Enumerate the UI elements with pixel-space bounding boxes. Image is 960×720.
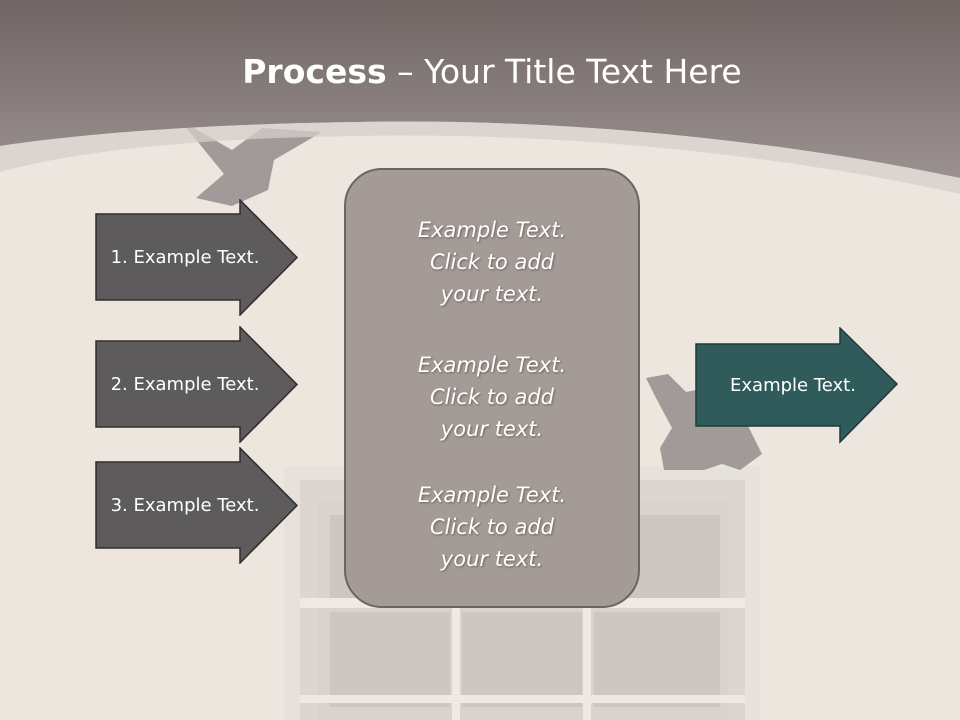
output-arrow-label: Example Text.	[730, 375, 856, 396]
input-arrow-3[interactable]: 3. Example Text.	[95, 447, 299, 564]
header-curve-highlight	[0, 121, 960, 194]
center-paragraph-1: Example Text. Click to add your text.	[346, 214, 638, 310]
input-arrow-1[interactable]: 1. Example Text.	[95, 199, 299, 316]
center-line: Click to add	[429, 385, 554, 409]
center-paragraph-3: Example Text. Click to add your text.	[346, 479, 638, 575]
center-line: your text.	[440, 282, 544, 306]
input-arrow-label: 1. Example Text.	[110, 247, 260, 268]
output-arrow[interactable]: Example Text.	[695, 327, 899, 444]
title-rest-part: – Your Title Text Here	[386, 52, 742, 91]
input-arrow-label: 2. Example Text.	[110, 374, 260, 395]
center-line: your text.	[440, 417, 544, 441]
title-bold-part: Process	[242, 52, 387, 91]
slide-title[interactable]: Process – Your Title Text Here	[0, 52, 960, 91]
arrow-right-shape	[95, 447, 299, 564]
arrow-right-shape	[95, 199, 299, 316]
center-line: Example Text.	[417, 353, 567, 377]
arrow-right-shape	[695, 327, 899, 444]
center-line: Click to add	[429, 250, 554, 274]
input-arrow-label: 3. Example Text.	[110, 495, 260, 516]
arrow-right-shape	[95, 326, 299, 443]
header-band	[0, 0, 960, 178]
center-process-box[interactable]: Example Text. Click to add your text. Ex…	[344, 168, 640, 608]
center-line: Example Text.	[417, 483, 567, 507]
input-arrow-2[interactable]: 2. Example Text.	[95, 326, 299, 443]
center-line: Example Text.	[417, 218, 567, 242]
center-line: your text.	[440, 547, 544, 571]
center-line: Click to add	[429, 515, 554, 539]
center-paragraph-2: Example Text. Click to add your text.	[346, 349, 638, 445]
